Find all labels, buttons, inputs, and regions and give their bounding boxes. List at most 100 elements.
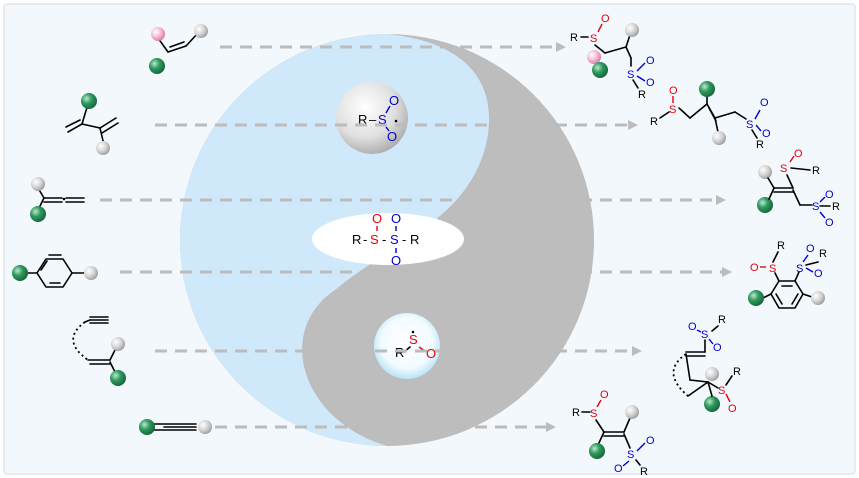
label-r-right: R: [410, 232, 419, 247]
gray-ball: [705, 367, 719, 381]
pink-ball: [151, 27, 165, 41]
green-ball: [139, 419, 155, 435]
label-r: R: [718, 314, 726, 326]
label-o: O: [750, 262, 759, 274]
label-o: O: [669, 85, 678, 97]
green-ball: [110, 370, 126, 386]
label-o: O: [762, 128, 771, 140]
label-s: S: [780, 163, 787, 175]
product-3: S O R S O O R: [757, 148, 840, 229]
green-ball: [81, 93, 97, 109]
pink-ball: [587, 50, 601, 64]
label-o-sulfinyl: O: [372, 211, 382, 226]
label-s: S: [701, 329, 708, 341]
green-ball: [12, 265, 28, 281]
label-s: S: [669, 104, 676, 116]
label-o: O: [426, 346, 436, 361]
label-s-sulfinyl: S: [370, 232, 379, 247]
label-r: R: [572, 407, 580, 419]
gray-ball: [625, 405, 639, 419]
gray-ball: [96, 141, 110, 155]
sulfonyl-radical-sphere: R – S O O: [336, 82, 408, 154]
label-o-sulfonyl-bottom: O: [391, 253, 401, 268]
green-ball: [592, 62, 608, 78]
label-o: O: [728, 403, 737, 415]
label-o: O: [646, 435, 655, 447]
reaction-arrows: [100, 42, 732, 432]
label-o: O: [760, 97, 769, 109]
label-dash: -: [363, 232, 367, 247]
label-s: S: [627, 69, 634, 81]
gray-ball: [84, 266, 98, 280]
label-o-sulfonyl-top: O: [391, 211, 401, 226]
label-dash: -: [382, 232, 386, 247]
gray-ball: [758, 165, 772, 179]
product-6: R S O S O O R: [572, 389, 655, 478]
label-o: O: [814, 268, 823, 280]
label-s: S: [718, 385, 725, 397]
substrate-allene: [30, 177, 85, 222]
green-ball: [757, 197, 773, 213]
label-s: S: [590, 408, 597, 420]
gray-ball: [625, 23, 639, 37]
label-s-sulfonyl: S: [390, 232, 399, 247]
label-r: R: [832, 201, 840, 213]
gray-ball: [194, 24, 208, 38]
thiosulfonate-ellipse: R - S O - S O O - R: [312, 211, 464, 268]
gray-ball: [712, 131, 726, 145]
label-o-top: O: [389, 93, 399, 108]
label-dash: -: [402, 232, 406, 247]
gray-ball: [111, 337, 125, 351]
label-r: R: [640, 466, 648, 478]
label-s: S: [796, 263, 803, 275]
label-r: R: [777, 240, 785, 252]
label-o: O: [713, 342, 722, 354]
sulfinyl-radical-sphere: R S O: [374, 313, 440, 379]
label-o-bottom: O: [387, 129, 397, 144]
label-o: O: [601, 13, 610, 25]
label-r: R: [570, 32, 578, 44]
green-ball: [704, 396, 720, 412]
substrate-alkene: [149, 24, 208, 74]
gray-ball: [198, 420, 212, 434]
label-o: O: [825, 189, 834, 201]
substrate-enyne: [72, 316, 126, 386]
label-r: R: [812, 165, 820, 177]
label-s: S: [409, 332, 418, 347]
label-o: O: [646, 55, 655, 67]
product-5: R S O O S O R: [672, 314, 741, 415]
label-dash: –: [369, 112, 377, 127]
label-r: R: [638, 89, 646, 101]
green-ball: [149, 58, 165, 74]
label-s: S: [769, 263, 776, 275]
label-s: S: [627, 449, 634, 461]
label-r: R: [819, 248, 827, 260]
label-s: S: [378, 112, 387, 127]
label-o: O: [646, 77, 655, 89]
label-s: S: [812, 201, 819, 213]
label-o: O: [825, 217, 834, 229]
substrate-alkyne: [139, 419, 212, 435]
label-r: R: [650, 116, 658, 128]
substrate-diene: [65, 93, 119, 155]
green-ball: [748, 290, 764, 306]
label-r: R: [733, 366, 741, 378]
label-s: S: [746, 119, 753, 131]
label-o: O: [806, 243, 815, 255]
green-ball: [30, 206, 46, 222]
green-ball: [699, 81, 715, 97]
label-o: O: [794, 148, 803, 160]
gray-ball: [31, 177, 45, 191]
product-4: S O R S O O R: [748, 240, 827, 309]
label-r: R: [756, 139, 764, 151]
substrate-aryne: [12, 254, 98, 288]
green-ball: [589, 443, 605, 459]
label-r: R: [358, 112, 367, 127]
label-o: O: [688, 321, 697, 333]
label-o: O: [614, 463, 623, 475]
label-s: S: [590, 33, 597, 45]
label-r-left: R: [352, 232, 361, 247]
gray-ball: [811, 291, 825, 305]
